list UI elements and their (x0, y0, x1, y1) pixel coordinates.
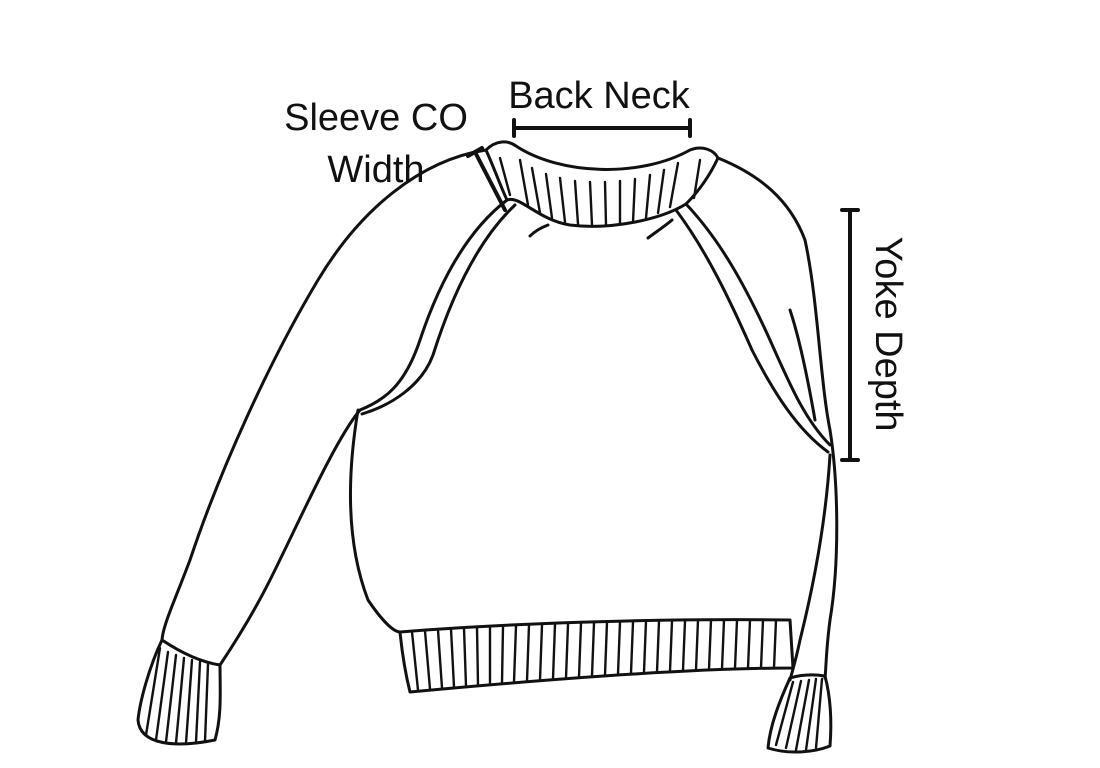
back-neck-label: Back Neck (508, 75, 691, 117)
back-neck-dimension-line (512, 118, 692, 138)
collar-ribbing (498, 156, 702, 227)
collar-shoulder-tick-right (646, 218, 674, 240)
collar-front-edge (484, 148, 720, 206)
left-sleeve-outer-edge (160, 148, 488, 642)
right-raglan-seam (684, 202, 832, 447)
sleeve-co-label-line2: Width (327, 149, 424, 191)
body-left-side (348, 408, 402, 634)
collar-inner (505, 197, 688, 228)
collar-shoulder-tick-left (528, 223, 550, 238)
sweater-outline (136, 140, 839, 754)
left-raglan-seam (360, 203, 517, 416)
sleeve-co-label-line1: Sleeve CO (284, 97, 468, 139)
collar-outer (484, 140, 720, 171)
body-right-side (788, 453, 832, 682)
hem-ribbing (410, 618, 778, 692)
right-cuff-outline (766, 673, 833, 754)
yoke-depth-dimension-line (840, 208, 860, 462)
left-sleeve-inner-edge (218, 198, 509, 667)
yoke-depth-label: Yoke Depth (867, 236, 909, 431)
right-cuff-ribbing (774, 677, 824, 752)
right-sleeve-outer-edge (716, 156, 839, 680)
hem-outline (398, 618, 795, 694)
left-cuff-outline (136, 638, 222, 746)
left-cuff-ribbing (144, 646, 210, 745)
sleeve-co-width-dimension-line (466, 146, 507, 212)
right-raglan-seam-inner (674, 208, 830, 454)
right-sleeve-crease (788, 308, 817, 422)
